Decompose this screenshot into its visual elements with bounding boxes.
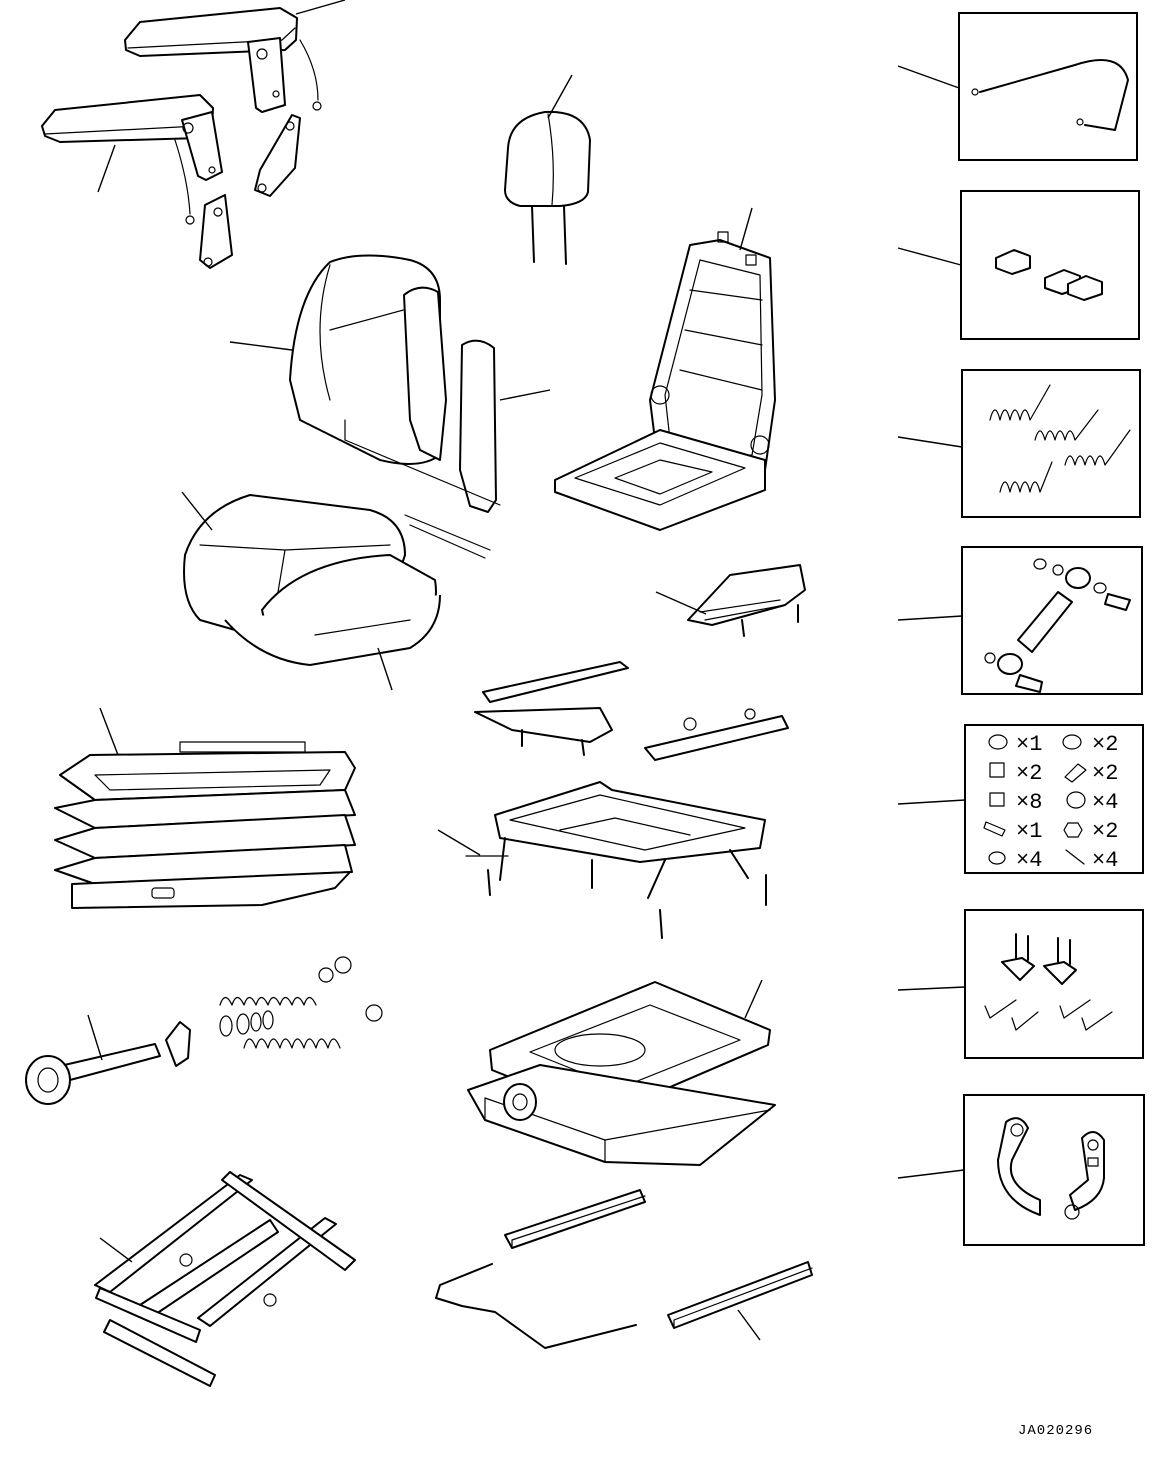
kit-box-springs (897, 369, 1141, 518)
spring-adjuster (25, 956, 383, 1105)
qty-label: ×4 (1016, 848, 1042, 873)
drawing-code: JA020296 (1018, 1423, 1094, 1439)
release-bar (435, 1263, 637, 1349)
qty-label: ×4 (1092, 790, 1118, 815)
kit-box-clamps (897, 1094, 1145, 1246)
kit-box-hardware: ×1 ×2 ×2 ×2 ×8 ×4 ×1 ×2 ×4 ×4 (897, 724, 1144, 874)
kit-box-pads (897, 190, 1140, 340)
suspension-bellows (54, 707, 356, 909)
armrest-left (41, 94, 301, 269)
slide-rails (474, 564, 806, 761)
seat-subframe (437, 781, 767, 939)
qty-label: ×2 (1092, 819, 1118, 844)
qty-label: ×1 (1016, 819, 1042, 844)
qty-label: ×8 (1016, 790, 1042, 815)
backrest-frame (554, 207, 776, 531)
rail-assembly (504, 1189, 813, 1341)
seat-cushion (181, 491, 441, 691)
kit-box-cable (897, 12, 1138, 161)
qty-label: ×2 (1092, 732, 1118, 757)
kit-box-damper (897, 546, 1143, 695)
qty-label: ×2 (1092, 761, 1118, 786)
qty-label: ×4 (1092, 848, 1118, 873)
backrest-cushion (229, 254, 551, 559)
scissor-linkage (94, 1171, 356, 1387)
qty-label: ×2 (1016, 761, 1042, 786)
kit-box-brackets (897, 909, 1144, 1059)
headrest (504, 74, 591, 265)
suspension-base (467, 979, 776, 1166)
armrest-right (124, 0, 346, 113)
qty-label: ×1 (1016, 732, 1042, 757)
